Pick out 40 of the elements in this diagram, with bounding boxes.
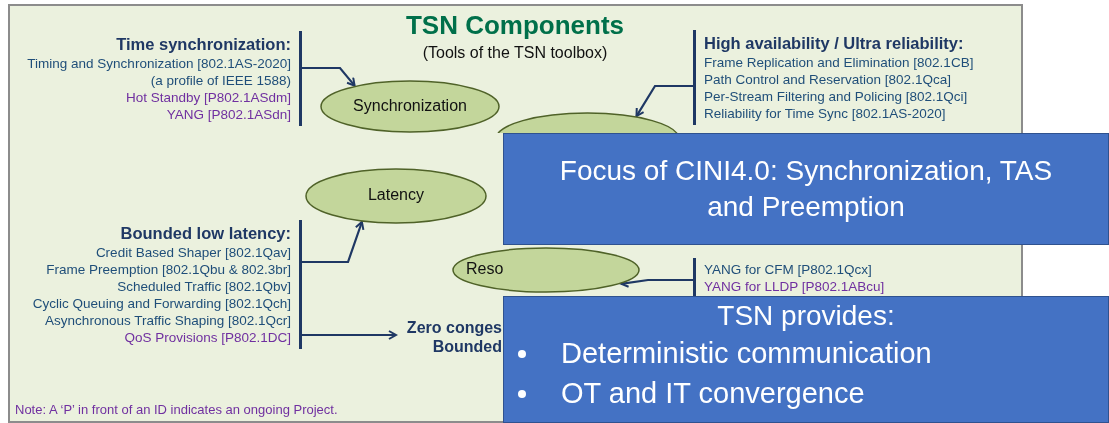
node-label: Synchronization bbox=[352, 95, 468, 116]
standard-item: QoS Provisions [P802.1DC] bbox=[124, 329, 291, 346]
standard-item: Hot Standby [P802.1ASdm] bbox=[125, 89, 291, 106]
group-heading: Bounded low latency: bbox=[120, 223, 291, 244]
standard-item: Credit Based Shaper [802.1Qav] bbox=[95, 244, 291, 261]
slide-title: TSN Components bbox=[404, 10, 626, 41]
callout-box bbox=[503, 133, 1109, 245]
standard-item: Path Control and Reservation [802.1Qca] bbox=[704, 71, 951, 88]
callout-heading: TSN provides: bbox=[717, 299, 895, 333]
group-heading: High availability / Ultra reliability: bbox=[704, 33, 964, 54]
group-heading: Time synchronization: bbox=[116, 34, 291, 55]
standard-item: YANG for CFM [P802.1Qcx] bbox=[704, 261, 872, 278]
arrow bbox=[302, 221, 365, 264]
ellipse-node bbox=[320, 80, 500, 133]
ellipse-node bbox=[452, 247, 640, 293]
bullet-text: Deterministic communication bbox=[561, 336, 932, 371]
heading-text: Zero conges bbox=[406, 318, 502, 337]
node-label: Reso bbox=[466, 259, 504, 279]
footnote: Note: A ‘P’ in front of an ID indicates an ongoing Project. bbox=[15, 402, 339, 417]
standard-item: Asynchronous Traffic Shaping [802.1Qcr] bbox=[45, 312, 291, 329]
arrow bbox=[302, 66, 356, 87]
standard-item: Timing and Synchronization [802.1AS-2020] bbox=[27, 55, 291, 72]
standard-item: Reliability for Time Sync [802.1AS-2020] bbox=[704, 105, 946, 122]
standard-item: YANG [P802.1ASdn] bbox=[166, 106, 291, 123]
heading-text: Bounded bbox=[432, 337, 502, 356]
node-label: Latency bbox=[366, 185, 425, 205]
arrow bbox=[620, 277, 693, 288]
callout-box bbox=[503, 296, 1109, 423]
standard-item: (a profile of IEEE 1588) bbox=[150, 72, 291, 89]
arrow bbox=[302, 330, 397, 340]
standard-item: Per-Stream Filtering and Policing [802.1Qci] bbox=[704, 88, 968, 105]
callout-text: Focus of CINI4.0: Synchronization, TAS and Preemption bbox=[558, 154, 1054, 224]
standard-item: YANG for LLDP [P802.1ABcu] bbox=[704, 278, 885, 295]
standard-item: Frame Preemption [802.1Qbu & 802.3br] bbox=[46, 261, 291, 278]
standard-item: Frame Replication and Elimination [802.1CB] bbox=[704, 54, 974, 71]
ellipse-node bbox=[305, 168, 487, 224]
arrow bbox=[635, 84, 693, 118]
standard-item: Scheduled Traffic [802.1Qbv] bbox=[117, 278, 291, 295]
bullet-text: OT and IT convergence bbox=[561, 376, 865, 411]
standard-item: Cyclic Queuing and Forwarding [802.1Qch] bbox=[32, 295, 291, 312]
